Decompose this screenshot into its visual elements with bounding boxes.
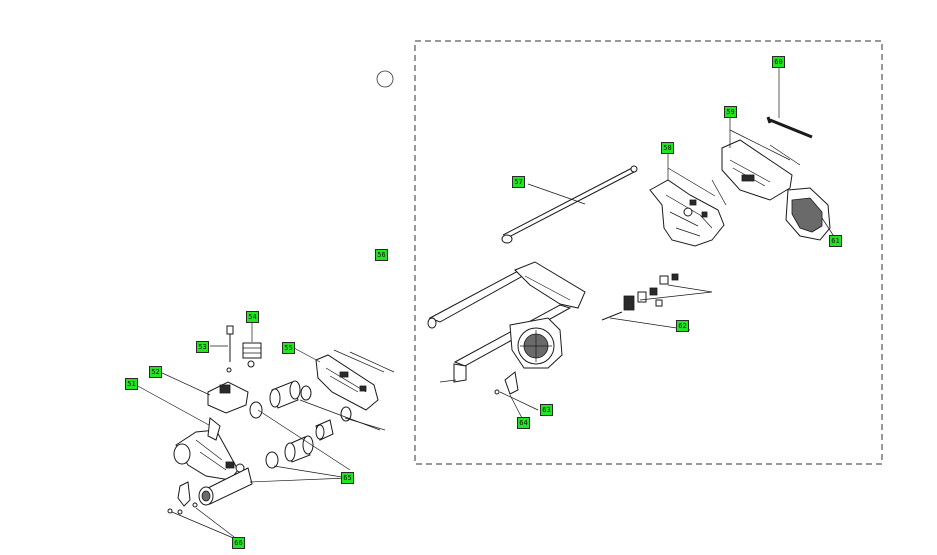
part-60-hex-key — [766, 68, 813, 139]
callout-66[interactable]: 66 — [232, 537, 245, 549]
callout-56[interactable]: 56 — [375, 249, 388, 261]
callout-63[interactable]: 63 — [540, 404, 553, 416]
callout-54[interactable]: 54 — [246, 311, 259, 323]
callout-64[interactable]: 64 — [517, 417, 530, 429]
part-55-bracket — [293, 347, 395, 411]
part-66-hardware — [167, 481, 239, 541]
assembly-group-frame — [414, 40, 883, 465]
callout-55[interactable]: 55 — [282, 342, 295, 354]
callout-59[interactable]: 59 — [724, 106, 737, 118]
part-63-latch — [494, 371, 539, 421]
callout-58[interactable]: 58 — [661, 142, 674, 154]
part-57-rod — [501, 165, 638, 244]
callout-52[interactable]: 52 — [149, 366, 162, 378]
reference-circle — [376, 70, 394, 88]
part-54-knob — [242, 318, 262, 368]
callout-62[interactable]: 62 — [676, 320, 689, 332]
callout-51[interactable]: 51 — [125, 378, 138, 390]
part-62-small-parts — [601, 273, 713, 331]
part-65-rollers-washers — [198, 380, 386, 506]
part-58-bracket — [649, 152, 727, 247]
part-51-lever — [135, 384, 245, 481]
callout-53[interactable]: 53 — [196, 341, 209, 353]
callout-65[interactable]: 65 — [341, 472, 354, 484]
arm-assembly — [427, 261, 586, 383]
callout-57[interactable]: 57 — [512, 176, 525, 188]
part-53-bolt — [210, 325, 234, 373]
part-59-housing — [721, 118, 836, 241]
callout-60[interactable]: 60 — [772, 56, 785, 68]
callout-61[interactable]: 61 — [829, 235, 842, 247]
part-52-clamp — [159, 371, 249, 414]
